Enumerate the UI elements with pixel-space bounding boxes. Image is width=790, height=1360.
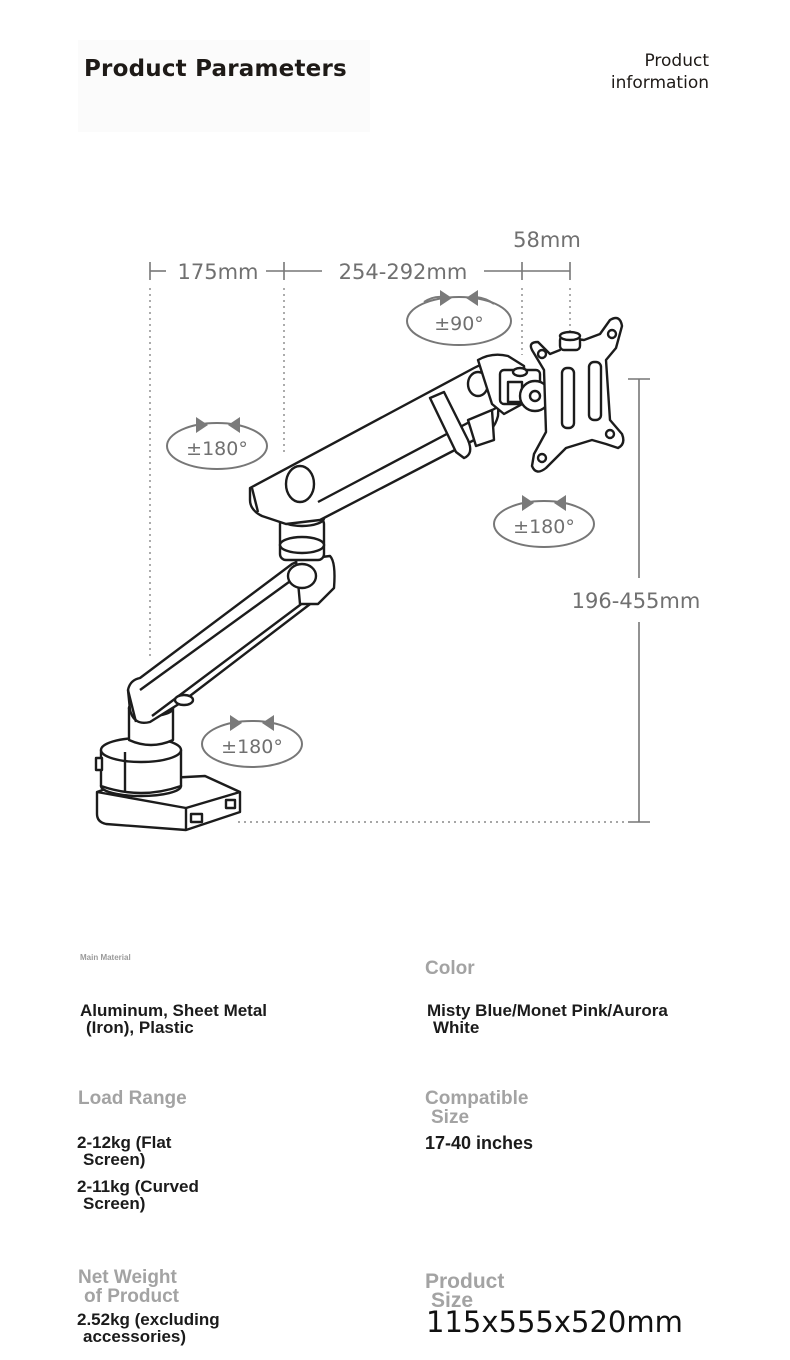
monitor-arm-diagram: 175mm 254-292mm 58mm 196-455mm ±90° ±180… [94,228,701,832]
rotation-badge-upper-arm: ±180° [166,417,268,470]
spec-load-range-curved-line-2: Screen) [83,1194,146,1213]
spec-main-material: Main Material [80,953,131,962]
monitor-arm-illustration [94,316,625,832]
rotation-head-label: ±90° [434,313,484,335]
spec-color-value-line-1: Misty Blue/Monet Pink/Aurora [427,1001,668,1020]
rotation-upper-arm-label: ±180° [186,438,248,460]
rotation-badge-base: ±180° [201,715,303,768]
spec-load-range-flat-line-1: 2-12kg (Flat [77,1133,172,1152]
spec-color-value: Misty Blue/Monet Pink/Aurora White [427,1002,668,1036]
spec-product-size-value: 115x555x520mm [426,1305,683,1339]
spec-product-size-label: Product Size [425,1270,505,1312]
spec-main-material-value-line-1: Aluminum, Sheet Metal [80,1001,268,1020]
dimension-height: 196-455mm [572,589,701,613]
dimension-254-292: 254-292mm [339,260,468,284]
spec-load-range-flat-line-2: Screen) [83,1150,146,1169]
spec-net-weight-label-line-1: Net Weight [78,1267,177,1288]
dimension-lines [149,262,650,823]
spec-product-size-label-line-1: Product [425,1270,505,1293]
page-title: Product Parameters [84,56,347,82]
spec-net-weight-value-line-1: 2.52kg (excluding [77,1310,220,1329]
title-background [78,40,370,132]
spec-net-weight-label-line-2: of Product [84,1286,179,1307]
spec-load-range-label: Load Range [78,1088,187,1109]
spec-color-value-line-2: White [433,1018,480,1037]
spec-product-size-label-line-2: Size [431,1289,474,1312]
spec-load-range-flat: 2-12kg (Flat Screen) [77,1134,171,1168]
spec-compatible-size-label: Compatible Size [425,1089,528,1127]
product-information-label: Product information [611,50,709,94]
spec-main-material-value-line-2: (Iron), Plastic [86,1018,194,1037]
spec-main-material-value: Aluminum, Sheet Metal (Iron), Plastic [80,1002,267,1036]
product-information-line-2: information [610,73,709,93]
spec-compatible-size-label-line-2: Size [431,1107,470,1128]
product-information-line-1: Product [644,51,709,71]
dimension-58: 58mm [513,228,581,252]
spec-load-range-curved-line-1: 2-11kg (Curved [77,1177,199,1196]
rotation-badge-head: ±90° [406,290,512,346]
spec-compatible-size-value: 17-40 inches [425,1133,534,1153]
dimension-175: 175mm [178,260,259,284]
spec-color-label: Color [425,958,475,979]
dotted-guides [149,288,624,823]
spec-net-weight-value-line-2: accessories) [83,1327,187,1346]
rotation-base-label: ±180° [221,736,283,758]
spec-load-range-curved: 2-11kg (Curved Screen) [77,1178,199,1212]
spec-net-weight-label: Net Weight of Product [78,1268,179,1306]
spec-net-weight-value: 2.52kg (excluding accessories) [77,1311,220,1345]
spec-compatible-size-label-line-1: Compatible [425,1088,529,1109]
rotation-badge-tilt: ±180° [493,495,595,548]
rotation-tilt-label: ±180° [513,516,575,538]
spec-main-material-label: Main Material [80,953,131,962]
